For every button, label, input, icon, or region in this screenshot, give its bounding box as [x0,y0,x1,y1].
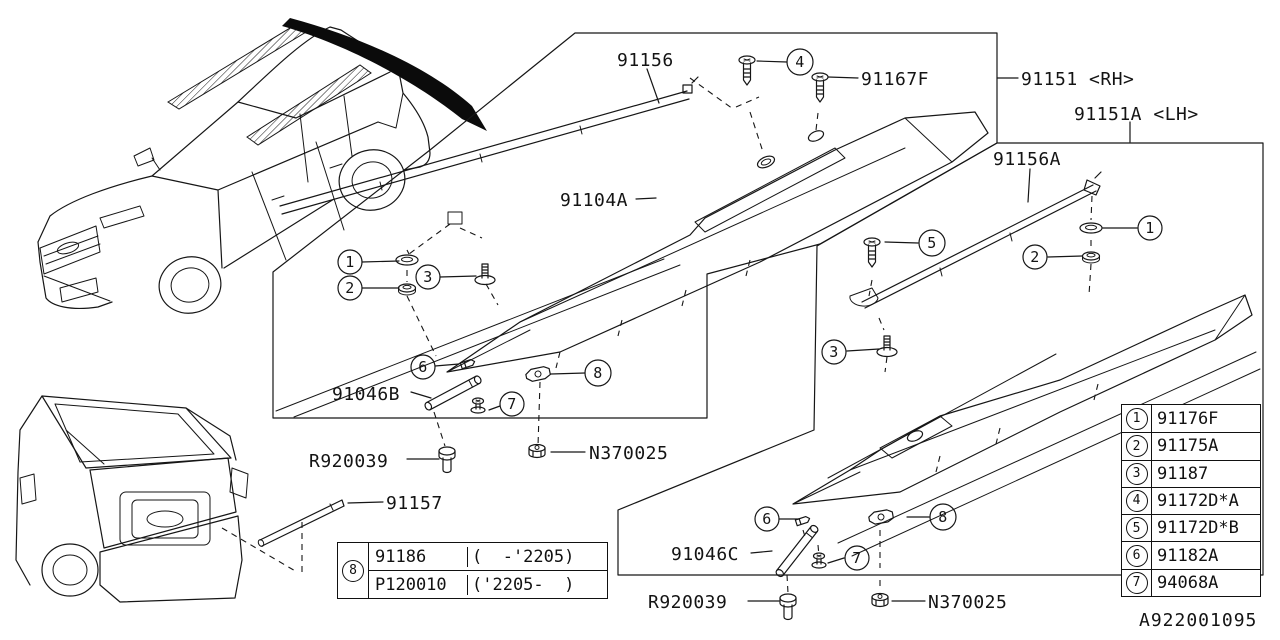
svg-text:6: 6 [418,358,428,376]
label-n370025-left: N370025 [589,443,668,464]
legend-row-1: 1 91176F [1122,405,1260,433]
callout-7-left: 7 [499,391,525,417]
rh-assembly-box [272,32,998,419]
svg-text:8: 8 [938,508,948,526]
lh-assembly-box [617,142,1264,576]
callout-4: 4 [786,48,814,76]
rivet-r920039-right-part [779,593,797,621]
rh-rail-parts [275,55,989,474]
label-r920039-left: R920039 [309,451,388,472]
variant-part: 91186 [375,546,427,567]
callout-8-left: 8 [584,359,612,387]
bracket-91046b-part [423,374,483,412]
strip-91157-part [257,499,345,547]
svg-text:2: 2 [1030,248,1040,266]
label-91151-rh: 91151 <RH> [1021,69,1134,90]
callout-8-right: 8 [929,503,957,531]
legend-part: 91172D*A [1157,490,1239,511]
svg-text:5: 5 [927,234,937,252]
legend-part: 91187 [1157,463,1209,484]
svg-text:7: 7 [852,549,862,567]
legend-table: 1 91176F 2 91175A 3 91187 4 91172D*A 5 9… [1121,404,1261,597]
callout-7-right: 7 [844,545,870,571]
car-rear-overview [15,395,345,603]
label-91167f: 91167F [861,69,929,90]
label-91156: 91156 [617,50,674,71]
legend-num: 5 [1125,517,1148,540]
legend-row-7: 7 94068A [1122,568,1260,596]
svg-text:1: 1 [345,253,355,271]
label-91156a: 91156A [993,149,1061,170]
legend-num: 4 [1125,489,1148,512]
part-labels: 91156 91167F 91151 <RH> 91151A <LH> 9115… [309,50,1257,631]
svg-text:7: 7 [507,395,517,413]
callout-circles: 1 2 3 4 6 7 8 5 1 2 3 6 7 8 [337,48,1163,571]
callout-3-right: 3 [821,339,847,365]
label-r920039-right: R920039 [648,592,727,613]
label-91046c: 91046C [671,544,739,565]
callout-8-badge: 8 [342,559,364,582]
callout-1-right: 1 [1137,215,1163,241]
label-91151a-lh: 91151A <LH> [1074,104,1199,125]
lh-rail-parts [774,171,1261,621]
legend-num: 6 [1125,544,1148,567]
legend-num: 3 [1125,462,1148,485]
rivet-r920039-left-part [438,446,456,474]
svg-text:3: 3 [423,268,433,286]
legend-part: 91172D*B [1157,518,1239,539]
svg-text:4: 4 [795,53,805,71]
legend-part: 91175A [1157,436,1219,457]
svg-text:6: 6 [762,510,772,528]
variant-row-p120010: P120010 ('2205- ) [369,570,607,598]
variant-date-range: ('2205- ) [467,574,607,595]
callout-3-left: 3 [415,264,441,290]
legend-part: 91176F [1157,408,1219,429]
legend-part: 91182A [1157,545,1219,566]
callout-5-right: 5 [918,229,946,257]
nut-n370025-left-part [528,443,546,459]
legend-row-2: 2 91175A [1122,432,1260,460]
svg-text:8: 8 [593,364,603,382]
roof-rail-highlight-left [167,21,312,110]
legend-num: 7 [1125,571,1148,594]
label-91157: 91157 [386,493,443,514]
roof-rail-highlight-right [246,64,372,146]
svg-text:2: 2 [345,279,355,297]
legend-row-4: 4 91172D*A [1122,486,1260,515]
callout-1-left: 1 [337,249,363,275]
diagram-number: A922001095 [1139,610,1257,631]
svg-text:3: 3 [829,343,839,361]
leader-lines [347,60,1138,602]
legend-num: 1 [1125,407,1148,430]
variant-row-91186: 91186 ( -'2205) [369,543,607,570]
legend-row-3: 3 91187 [1122,459,1260,487]
legend-part: 94068A [1157,572,1219,593]
legend-row-5: 5 91172D*B [1122,514,1260,542]
label-n370025-right: N370025 [928,592,1007,613]
nut-n370025-right-part [871,592,889,608]
callout-6-right: 6 [754,506,780,532]
callout-2-left: 2 [337,275,363,301]
variant-table-callout-cell: 8 [338,543,369,598]
svg-text:1: 1 [1145,219,1155,237]
callout-6-left: 6 [410,354,436,380]
bracket-91046c-part [774,523,820,579]
variant-table: 8 91186 ( -'2205) P120010 ('2205- ) [337,542,608,599]
label-91046b: 91046B [332,384,400,405]
legend-row-6: 6 91182A [1122,541,1260,569]
detail-view-arrow [282,18,487,131]
variant-part: P120010 [375,574,447,595]
car-front-overview [37,18,487,314]
callout-2-right: 2 [1022,244,1048,270]
label-91104a: 91104A [560,190,628,211]
variant-date-range: ( -'2205) [467,546,607,567]
legend-num: 2 [1125,435,1148,458]
